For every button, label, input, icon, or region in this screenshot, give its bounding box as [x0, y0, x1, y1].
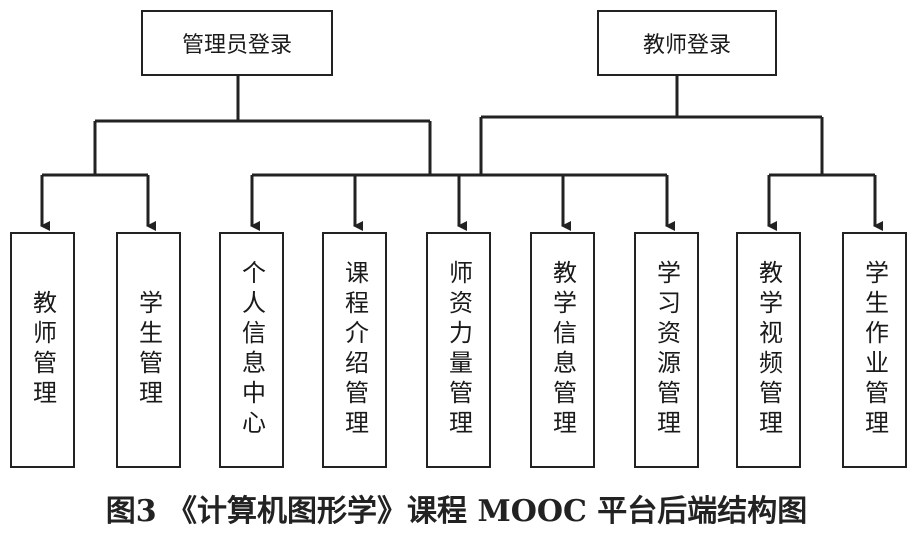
module-faculty-management: 师资力量管理 — [426, 232, 491, 468]
module-student-management: 学生管理 — [116, 232, 181, 468]
module-student-homework-management: 学生作业管理 — [842, 232, 907, 468]
admin-login-box: 管理员登录 — [141, 10, 333, 76]
teacher-login-label: 教师登录 — [642, 33, 731, 58]
teacher-login-box: 教师登录 — [597, 10, 777, 76]
module-learning-resource-management: 学习资源管理 — [634, 232, 699, 468]
module-personal-info-center: 个人信息中心 — [219, 232, 284, 468]
module-teaching-info-management: 教学信息管理 — [530, 232, 595, 468]
module-teacher-management: 教师管理 — [10, 232, 75, 468]
module-teaching-video-management: 教学视频管理 — [736, 232, 801, 468]
figure-caption: 图3 《计算机图形学》课程 MOOC 平台后端结构图 — [105, 494, 808, 529]
module-course-intro-management: 课程介绍管理 — [322, 232, 387, 468]
admin-login-label: 管理员登录 — [181, 33, 292, 58]
